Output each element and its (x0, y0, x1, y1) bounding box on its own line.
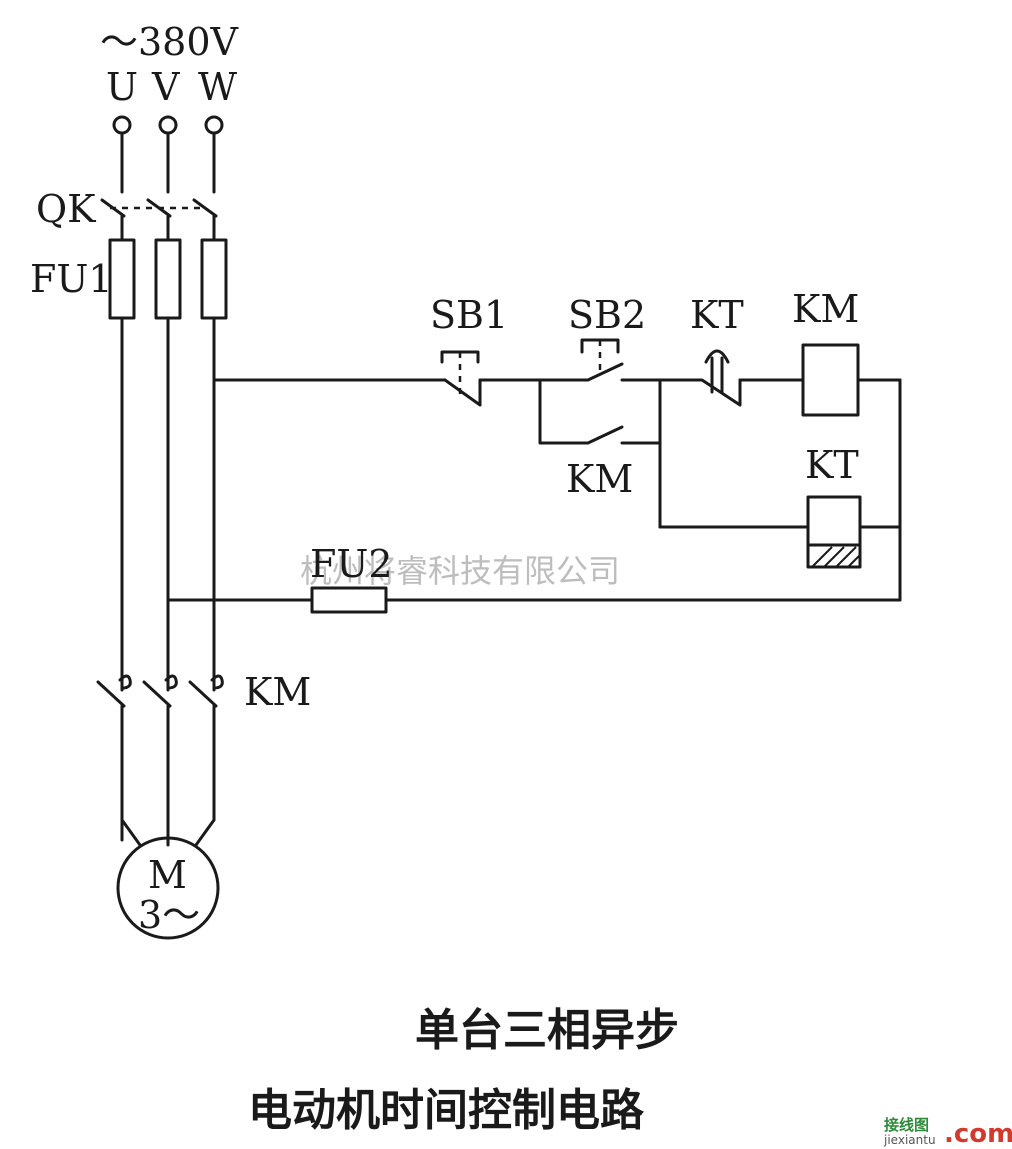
supply-voltage-label: ～380V (100, 20, 239, 64)
phase-v-label: V (151, 65, 180, 109)
logo-com-text: .com (944, 1119, 1012, 1149)
km-main-contacts (96, 674, 224, 842)
sb1-label: SB1 (430, 293, 508, 337)
site-logo: 接线图 jiexiantu .com (883, 1116, 1012, 1149)
qk-switch (100, 131, 218, 242)
kt-coil-label: KT (805, 443, 859, 487)
motor-symbol (116, 836, 220, 940)
sb2-label: SB2 (568, 293, 646, 337)
terminal-u (112, 115, 132, 135)
km-coil-label: KM (792, 287, 859, 331)
phase-w-label: W (198, 65, 237, 109)
motor-label-phase: 3～ (138, 893, 200, 937)
terminal-v (158, 115, 178, 135)
motor-label-m: M (148, 853, 187, 897)
control-wiring (166, 338, 902, 602)
fu1-label: FU1 (30, 257, 113, 301)
fu1-fuses (108, 238, 228, 320)
km-hold-label: KM (566, 457, 633, 501)
phase-u-label: U (106, 65, 138, 109)
km-main-label: KM (244, 670, 311, 714)
qk-label: QK (36, 187, 96, 231)
fu2-fuse (310, 586, 388, 614)
logo-cn-text: 接线图 (884, 1116, 929, 1134)
phase-bus (120, 316, 216, 692)
kt-contact-label: KT (690, 293, 744, 337)
logo-en-text: jiexiantu (883, 1133, 936, 1147)
caption-line-2: 电动机时间控制电路 (248, 1085, 645, 1136)
km-coil (801, 343, 860, 417)
motor-leads (120, 818, 216, 847)
terminal-w (204, 115, 224, 135)
watermark-text: 杭州将睿科技有限公司 (300, 552, 620, 590)
kt-coil (806, 495, 862, 569)
fu2-label: FU2 (310, 542, 393, 586)
caption-line-1: 单台三相异步 (415, 1005, 679, 1056)
